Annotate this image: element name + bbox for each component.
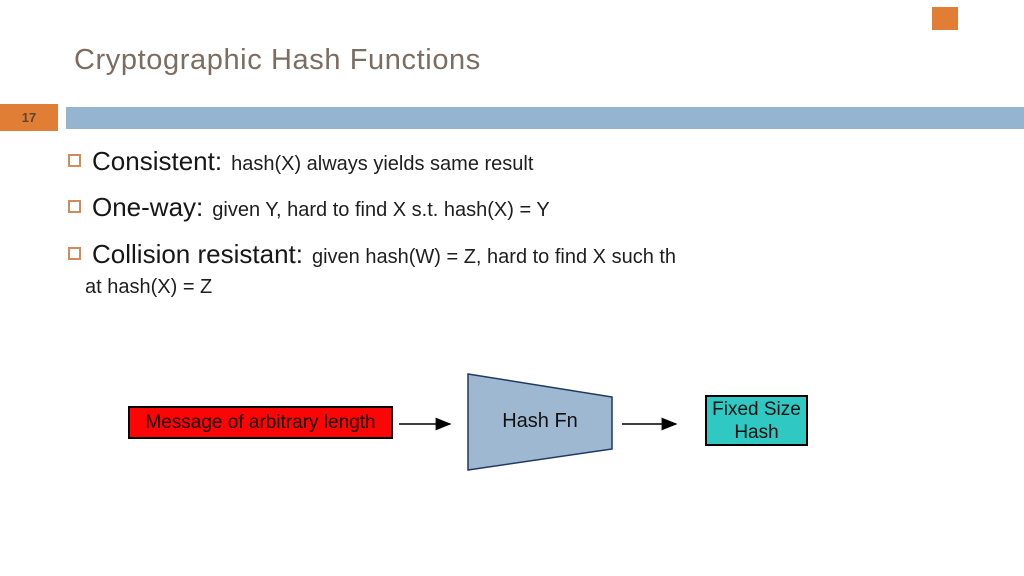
bullet-text: given Y, hard to find X s.t. hash(X) = Y <box>212 199 550 221</box>
bullet-collision-resistant: Collision resistant: given hash(W) = Z, h… <box>92 238 676 275</box>
diagram-input-box: Message of arbitrary length <box>128 406 393 439</box>
bullet-lead: One-way: <box>92 192 204 222</box>
funnel-shape <box>467 373 613 471</box>
slide-title: Cryptographic Hash Functions <box>74 44 481 76</box>
bullet-icon <box>68 200 81 213</box>
header-band <box>66 107 1024 129</box>
bullet-text-wrap: at hash(X) = Z <box>85 276 213 298</box>
bullet-text: hash(X) always yields same result <box>231 153 534 175</box>
bullet-consistent: Consistent: hash(X) always yields same re… <box>92 145 533 182</box>
corner-accent-square <box>932 7 958 30</box>
bullet-lead: Consistent: <box>92 146 223 176</box>
bullet-icon <box>68 247 81 260</box>
diagram-shapes <box>399 373 678 471</box>
bullet-icon <box>68 154 81 167</box>
diagram-process-label: Hash Fn <box>502 410 578 432</box>
bullet-lead: Collision resistant: <box>92 239 303 269</box>
page-number-badge: 17 <box>0 104 58 131</box>
page-number: 17 <box>21 110 37 125</box>
bullet-one-way: One-way: given Y, hard to find X s.t. has… <box>92 191 550 228</box>
diagram-output-box: Fixed Size Hash <box>705 395 808 446</box>
bullet-text: given hash(W) = Z, hard to find X such t… <box>311 246 677 268</box>
